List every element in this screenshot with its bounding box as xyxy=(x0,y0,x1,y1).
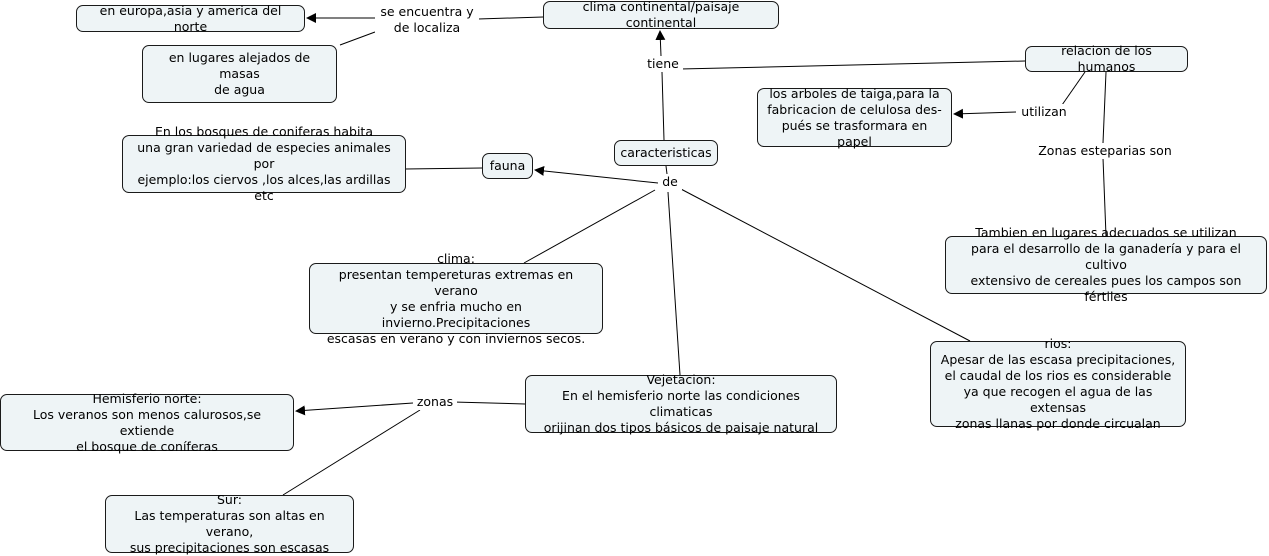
node-europa[interactable]: en europa,asia y america del norte xyxy=(76,3,305,34)
link-se-encuentra: se encuentra y de localiza xyxy=(375,4,479,36)
node-bosques-coniferas[interactable]: En los bosques de coniferas habita una g… xyxy=(122,124,406,203)
edge-caract-to-de xyxy=(665,165,668,175)
edge-relacion-to-utilizan xyxy=(1061,71,1086,106)
link-zonas-esteparias: Zonas esteparias son xyxy=(1034,143,1176,159)
edge-tiene-to-clima xyxy=(655,30,666,57)
link-de: de xyxy=(658,174,682,190)
edge-zonas-to-hemisferio xyxy=(295,402,414,416)
node-caracteristicas[interactable]: caracteristicas xyxy=(614,140,718,166)
edge-de-to-fauna xyxy=(534,165,659,184)
link-tiene: tiene xyxy=(643,56,683,72)
edge-vejetacion-to-zonas xyxy=(452,401,526,405)
edge-de-to-rios xyxy=(678,187,971,342)
edge-de-to-vejetacion xyxy=(667,191,681,376)
node-masas-agua[interactable]: en lugares alejados de masas de agua xyxy=(142,45,337,103)
node-rios[interactable]: rios: Apesar de las escasa precipitacion… xyxy=(930,336,1186,431)
link-zonas: zonas xyxy=(413,394,457,410)
node-fauna[interactable]: fauna xyxy=(482,153,533,179)
edge-clima-to-seencuentra xyxy=(477,16,544,20)
node-tambien[interactable]: Tambien en lugares adecuados se utilizan… xyxy=(945,225,1267,304)
node-clima[interactable]: clima: presentan tempereturas extremas e… xyxy=(309,251,603,346)
node-taiga[interactable]: los arboles de taiga,para la fabricacion… xyxy=(757,86,952,149)
edge-relacion-to-esteparias xyxy=(1102,71,1107,144)
edge-zonas-to-sur xyxy=(282,409,421,496)
edge-esteparias-to-tambien xyxy=(1102,157,1107,237)
edge-utilizan-to-taiga xyxy=(953,108,1017,119)
link-utilizan: utilizan xyxy=(1016,104,1072,120)
node-clima-continental[interactable]: clima continental/paisaje continental xyxy=(543,0,779,30)
edge-caract-to-tiene xyxy=(661,71,665,141)
edge-de-to-clima xyxy=(523,189,656,264)
edge-fauna-to-bosques xyxy=(404,167,483,170)
edge-tiene-to-relacion xyxy=(679,60,1026,70)
node-relacion-humanos[interactable]: relacion de los humanos xyxy=(1025,43,1188,74)
edge-seencuentra-to-masas xyxy=(339,31,376,46)
node-hemisferio-norte[interactable]: Hemisferio norte: Los veranos son menos … xyxy=(0,391,294,454)
node-vejetacion[interactable]: Vejetacion: En el hemisferio norte las c… xyxy=(525,372,837,435)
node-sur[interactable]: Sur: Las temperaturas son altas en veran… xyxy=(105,492,354,555)
